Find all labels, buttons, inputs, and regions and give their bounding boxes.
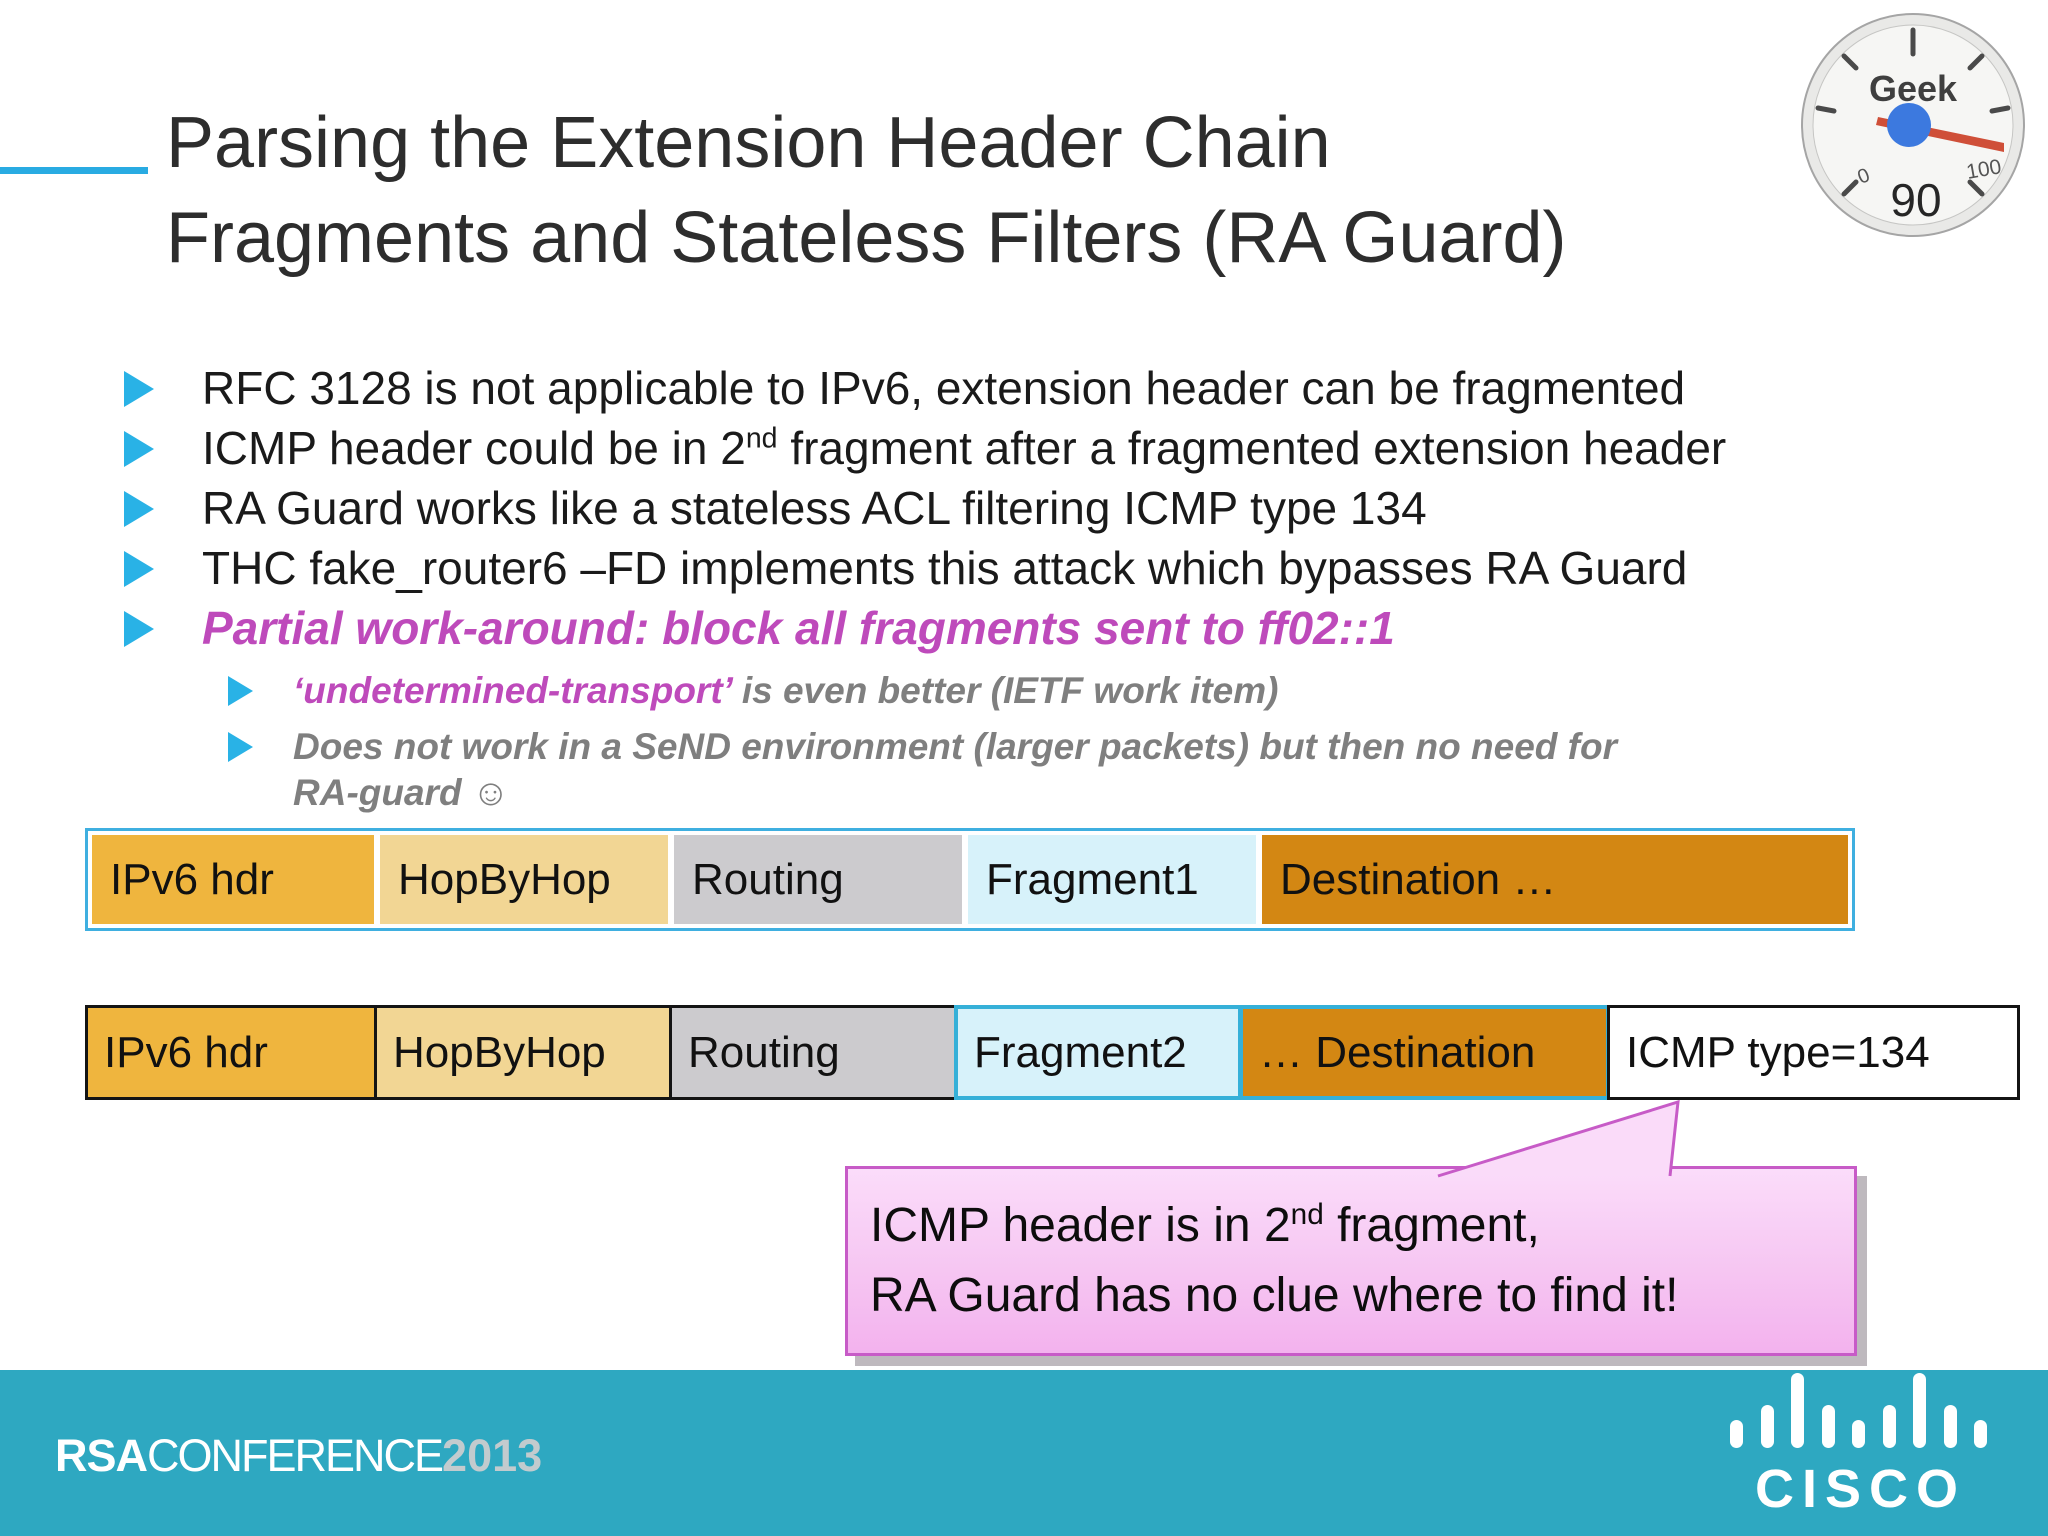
callout-text-cont: fragment, xyxy=(1323,1199,1540,1252)
rsa-wordmark: RSA xyxy=(55,1430,148,1481)
bullet-arrow-icon xyxy=(124,491,154,527)
cell-label: Fragment1 xyxy=(986,854,1199,904)
bullet-2-text-cont: fragment after a fragmented extension he… xyxy=(777,422,1727,474)
table-cell-fragment2: Fragment2 xyxy=(954,1005,1242,1100)
cell-label: … Destination xyxy=(1259,1027,1536,1077)
cell-label: Destination … xyxy=(1280,854,1557,904)
bullet-list: RFC 3128 is not applicable to IPv6, exte… xyxy=(0,358,2000,816)
bullet-text: RA Guard works like a stateless ACL filt… xyxy=(202,478,1427,538)
undetermined-transport-highlight: ‘undetermined-transport’ xyxy=(293,670,732,711)
conference-wordmark: CONFERENCE xyxy=(147,1430,444,1481)
table-cell-icmp-type: ICMP type=134 xyxy=(1607,1005,2020,1100)
bullet-5-text: Partial work-around: block all fragments… xyxy=(202,602,1395,654)
cisco-wordmark: CISCO xyxy=(1754,1459,1967,1519)
bullet-arrow-icon xyxy=(124,551,154,587)
bullet-text: THC fake_router6 –FD implements this att… xyxy=(202,538,1687,598)
sub-bullet-arrow-icon xyxy=(228,676,253,706)
bullet-item: Partial work-around: block all fragments… xyxy=(0,598,2000,658)
cell-label: ICMP type=134 xyxy=(1626,1027,1930,1077)
cell-label: IPv6 hdr xyxy=(104,1027,268,1077)
gauge-value: 90 xyxy=(1890,174,1941,226)
bullet-item: RFC 3128 is not applicable to IPv6, exte… xyxy=(0,358,2000,418)
table-cell-destination: … Destination xyxy=(1239,1005,1610,1100)
header-chain-table-fragment1: IPv6 hdr HopByHop Routing Fragment1 Dest… xyxy=(85,828,1855,931)
sub-bullet-arrow-icon xyxy=(228,732,253,762)
gauge-label: Geek xyxy=(1869,68,1958,109)
callout-line-2: RA Guard has no clue where to find it! xyxy=(870,1269,1679,1322)
table-cell-ipv6-hdr: IPv6 hdr xyxy=(92,835,374,924)
gauge-ticks xyxy=(1815,27,2011,197)
bullet-item: RA Guard works like a stateless ACL filt… xyxy=(0,478,2000,538)
bullet-2-text: ICMP header could be in 2 xyxy=(202,422,746,474)
cell-label: IPv6 hdr xyxy=(110,854,274,904)
bullet-text-workaround: Partial work-around: block all fragments… xyxy=(202,598,1395,658)
bullet-text: ICMP header could be in 2nd fragment aft… xyxy=(202,418,1726,478)
bullet-item: ICMP header could be in 2nd fragment aft… xyxy=(0,418,2000,478)
bullet-arrow-icon xyxy=(124,611,154,647)
cell-label: HopByHop xyxy=(398,854,611,904)
table-cell-destination: Destination … xyxy=(1262,835,1848,924)
title-line-2: Fragments and Stateless Filters (RA Guar… xyxy=(166,198,1567,278)
bullet-4-text: THC fake_router6 –FD implements this att… xyxy=(202,542,1688,594)
callout-line-1: ICMP header is in 2nd fragment, xyxy=(870,1191,1854,1261)
bullet-item: THC fake_router6 –FD implements this att… xyxy=(0,538,2000,598)
bullet-2-superscript: nd xyxy=(745,422,778,455)
bullet-text: RFC 3128 is not applicable to IPv6, exte… xyxy=(202,358,1685,418)
sub-bullet-text: Does not work in a SeND environment (lar… xyxy=(293,724,1617,816)
title-line-1: Parsing the Extension Header Chain xyxy=(166,103,1331,183)
cell-label: Fragment2 xyxy=(974,1027,1187,1077)
bullet-3-text: RA Guard works like a stateless ACL filt… xyxy=(202,482,1427,534)
rsa-conference-logo: RSACONFERENCE2013 xyxy=(55,1433,542,1478)
cell-label: Routing xyxy=(692,854,844,904)
sub-bullet-2-line-1: Does not work in a SeND environment (lar… xyxy=(293,726,1617,767)
bullet-arrow-icon xyxy=(124,431,154,467)
title-accent-line xyxy=(0,167,148,174)
cisco-logo: CISCO xyxy=(1730,1370,1990,1536)
bullet-arrow-icon xyxy=(124,371,154,407)
table-cell-ipv6-hdr: IPv6 hdr xyxy=(85,1005,377,1100)
callout-text: ICMP header is in 2 xyxy=(870,1199,1291,1252)
page-title: Parsing the Extension Header Chain Fragm… xyxy=(166,96,1567,286)
callout-box: ICMP header is in 2nd fragment, RA Guard… xyxy=(845,1166,1857,1356)
table-cell-hopbyhop: HopByHop xyxy=(374,1005,672,1100)
table-cell-hopbyhop: HopByHop xyxy=(380,835,668,924)
cell-label: Routing xyxy=(688,1027,840,1077)
sub-bullet-2-line-2: RA-guard ☺ xyxy=(293,772,510,813)
callout-superscript: nd xyxy=(1290,1198,1324,1231)
cisco-logo-bars-icon xyxy=(1730,1373,1987,1448)
sub-bullet-item: ‘undetermined-transport’ is even better … xyxy=(0,668,2000,714)
cell-label: HopByHop xyxy=(393,1027,606,1077)
table-cell-routing: Routing xyxy=(669,1005,957,1100)
table-cell-fragment1: Fragment1 xyxy=(968,835,1256,924)
table-cell-routing: Routing xyxy=(674,835,962,924)
sub-bullet-item: Does not work in a SeND environment (lar… xyxy=(0,724,2000,816)
year-label: 2013 xyxy=(442,1430,543,1481)
bullet-1-text: RFC 3128 is not applicable to IPv6, exte… xyxy=(202,362,1686,414)
footer-bar: RSACONFERENCE2013 CISCO xyxy=(0,1370,2048,1536)
geek-meter-gauge: Geek 0 100 90 xyxy=(1801,13,2025,237)
gauge-hub-dot xyxy=(1887,103,1931,147)
sub-bullet-1-text: is even better (IETF work item) xyxy=(731,670,1279,711)
header-chain-table-fragment2: IPv6 hdr HopByHop Routing Fragment2 … De… xyxy=(85,1005,2035,1100)
sub-bullet-text: ‘undetermined-transport’ is even better … xyxy=(293,668,1278,714)
